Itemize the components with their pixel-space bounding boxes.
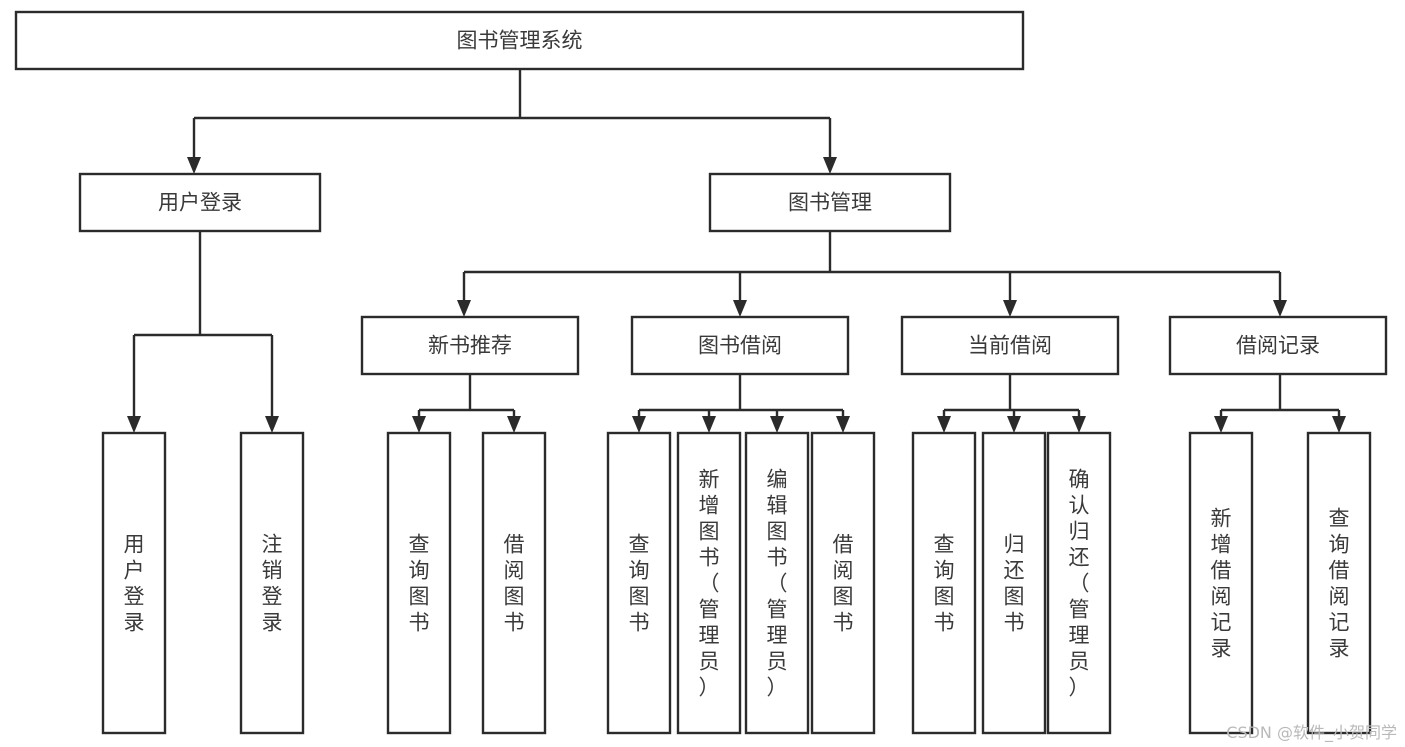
node-leaf-leaf-edit-book[interactable]: 编辑图书（管理员） [744, 431, 810, 735]
node-label-user-login: 用户登录 [158, 191, 242, 215]
node-label-leaf-user-logout: 注销登录 [262, 532, 283, 634]
node-level2-book-manage[interactable]: 图书管理 [708, 172, 952, 233]
node-label-leaf-borrow-book-rec: 借阅图书 [504, 532, 525, 634]
node-box-leaf-return-book[interactable] [981, 431, 1047, 735]
node-label-leaf-query-book-borrow: 查询图书 [629, 532, 650, 634]
connector-root [187, 69, 837, 174]
node-leaf-leaf-add-book[interactable]: 新增图书（管理员） [676, 431, 742, 735]
node-leaf-leaf-user-logout[interactable]: 注销登录 [239, 431, 305, 735]
connector-current-borrow [937, 374, 1086, 433]
node-leaf-leaf-query-borrow-record[interactable]: 查询借阅记录 [1306, 431, 1372, 735]
connector-user-login [127, 231, 279, 433]
node-level3-borrow-record[interactable]: 借阅记录 [1168, 315, 1388, 376]
node-label-leaf-add-borrow-record: 新增借阅记录 [1211, 506, 1232, 660]
node-box-leaf-query-borrow-record[interactable] [1306, 431, 1372, 735]
node-box-book-manage[interactable] [708, 172, 952, 233]
node-level3-book-borrow[interactable]: 图书借阅 [630, 315, 850, 376]
node-box-book-borrow[interactable] [630, 315, 850, 376]
node-box-borrow-record[interactable] [1168, 315, 1388, 376]
node-leaf-leaf-return-book[interactable]: 归还图书 [981, 431, 1047, 735]
node-box-leaf-confirm-return[interactable] [1046, 431, 1112, 735]
node-label-root: 图书管理系统 [457, 29, 583, 53]
node-box-leaf-borrow-book-rec[interactable] [481, 431, 547, 735]
node-box-leaf-edit-book[interactable] [744, 431, 810, 735]
node-box-leaf-query-book-rec[interactable] [386, 431, 452, 735]
node-label-leaf-query-borrow-record: 查询借阅记录 [1329, 506, 1350, 660]
node-root[interactable]: 图书管理系统 [14, 10, 1025, 71]
node-box-current-borrow[interactable] [900, 315, 1120, 376]
csdn-watermark: CSDN @软件_小贺同学 [1226, 723, 1397, 742]
node-level3-new-book-rec[interactable]: 新书推荐 [360, 315, 580, 376]
node-label-leaf-user-login: 用户登录 [124, 532, 145, 634]
node-leaf-leaf-borrow-book[interactable]: 借阅图书 [810, 431, 876, 735]
node-level2-user-login[interactable]: 用户登录 [78, 172, 322, 233]
node-leaf-leaf-query-book-rec[interactable]: 查询图书 [386, 431, 452, 735]
node-leaf-leaf-query-book-borrow[interactable]: 查询图书 [606, 431, 672, 735]
node-leaf-leaf-borrow-book-rec[interactable]: 借阅图书 [481, 431, 547, 735]
node-box-leaf-user-logout[interactable] [239, 431, 305, 735]
connector-new-book-rec [412, 374, 521, 433]
connector-layer [127, 69, 1346, 433]
node-box-leaf-query-book-cur[interactable] [911, 431, 977, 735]
node-leaf-leaf-add-borrow-record[interactable]: 新增借阅记录 [1188, 431, 1254, 735]
node-label-leaf-query-book-cur: 查询图书 [934, 532, 955, 634]
node-leaf-leaf-confirm-return[interactable]: 确认归还（管理员） [1046, 431, 1112, 735]
node-box-leaf-add-book[interactable] [676, 431, 742, 735]
node-label-leaf-add-book: 新增图书（管理员） [699, 467, 720, 699]
node-box-leaf-user-login[interactable] [101, 431, 167, 735]
node-label-leaf-return-book: 归还图书 [1004, 532, 1025, 634]
node-label-leaf-borrow-book: 借阅图书 [833, 532, 854, 634]
connector-book-borrow [632, 374, 850, 433]
node-box-root[interactable] [14, 10, 1025, 71]
node-leaf-leaf-user-login[interactable]: 用户登录 [101, 431, 167, 735]
node-layer: 图书管理系统用户登录图书管理新书推荐图书借阅当前借阅借阅记录用户登录注销登录查询… [14, 10, 1388, 735]
node-level3-current-borrow[interactable]: 当前借阅 [900, 315, 1120, 376]
node-box-user-login[interactable] [78, 172, 322, 233]
node-label-new-book-rec: 新书推荐 [428, 334, 512, 358]
node-leaf-leaf-query-book-cur[interactable]: 查询图书 [911, 431, 977, 735]
node-label-leaf-query-book-rec: 查询图书 [409, 532, 430, 634]
node-box-leaf-add-borrow-record[interactable] [1188, 431, 1254, 735]
node-box-new-book-rec[interactable] [360, 315, 580, 376]
node-label-leaf-edit-book: 编辑图书（管理员） [767, 467, 788, 699]
node-box-leaf-query-book-borrow[interactable] [606, 431, 672, 735]
node-label-book-manage: 图书管理 [788, 191, 872, 215]
node-label-current-borrow: 当前借阅 [968, 334, 1052, 358]
node-box-leaf-borrow-book[interactable] [810, 431, 876, 735]
node-label-borrow-record: 借阅记录 [1236, 334, 1320, 358]
connector-borrow-record [1214, 374, 1346, 433]
node-label-book-borrow: 图书借阅 [698, 334, 782, 358]
connector-book-manage [457, 231, 1287, 317]
node-label-leaf-confirm-return: 确认归还（管理员） [1069, 467, 1090, 699]
